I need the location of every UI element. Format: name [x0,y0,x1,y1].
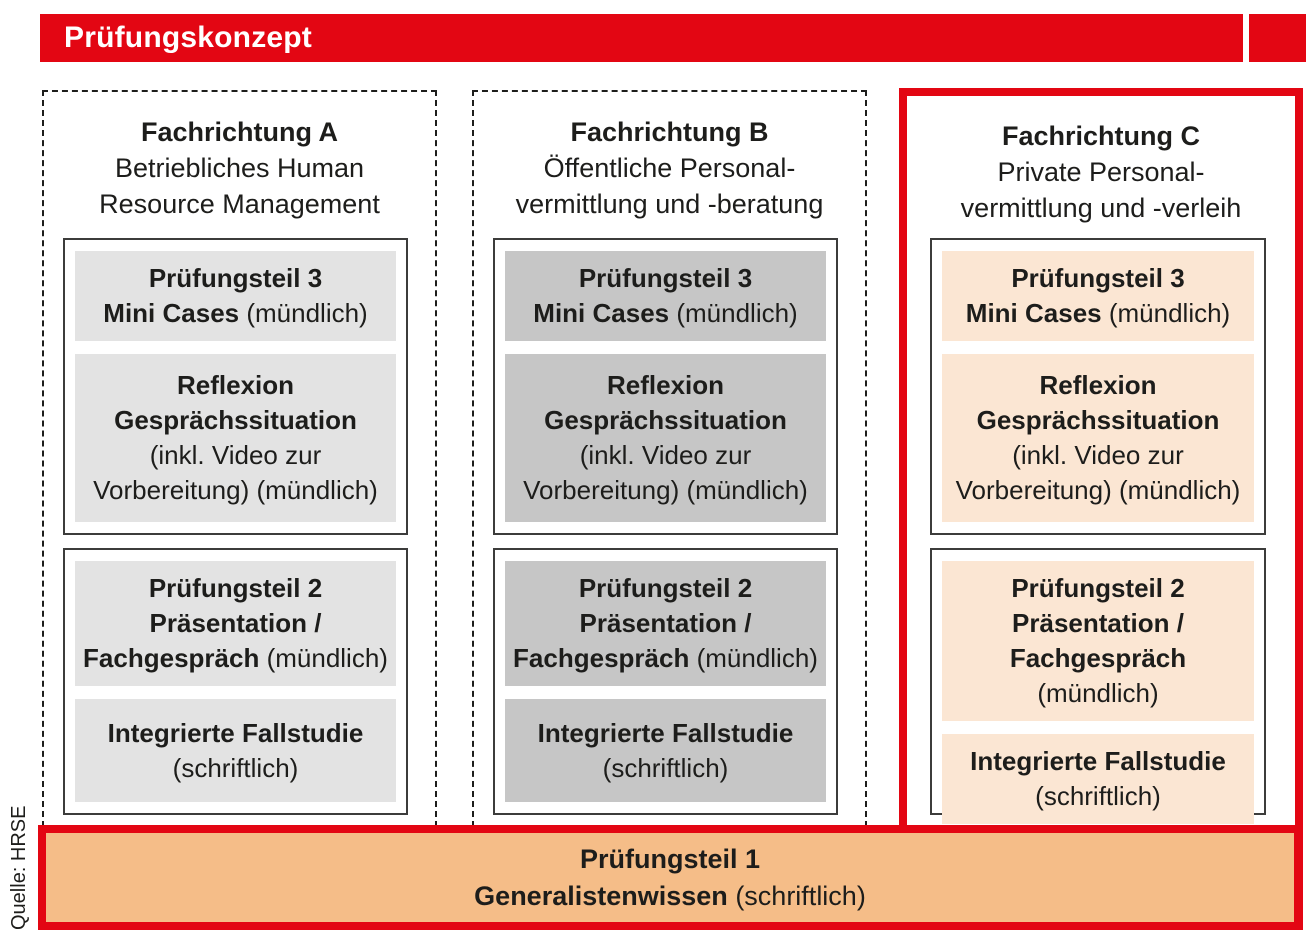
column-b-title-block: Fachrichtung B Öffentliche Personal- ver… [474,114,865,222]
column-b-exam-group-3: Prüfungsteil 3 Mini Cases (mündlich) Ref… [493,238,838,535]
header-accent-square [1249,14,1306,62]
column-fachrichtung-b: Fachrichtung B Öffentliche Personal- ver… [472,90,867,827]
part3-box: Prüfungsteil 3 Mini Cases (mündlich) [942,251,1254,341]
column-c-exam-group-2: Prüfungsteil 2 Präsentation / Fachgesprä… [930,548,1266,824]
column-a-exam-group-2: Prüfungsteil 2 Präsentation / Fachgesprä… [63,548,408,815]
column-b-subtitle-line1: Öffentliche Personal- [543,153,796,183]
column-a-title: Fachrichtung A [140,117,338,147]
part3-detail: Mini Cases (mündlich) [965,298,1231,328]
part2-detail: Fachgespräch (mündlich) [513,643,818,673]
column-c-subtitle-line1: Private Personal- [997,157,1205,187]
column-b-exam-group-2: Prüfungsteil 2 Präsentation / Fachgesprä… [493,548,838,815]
part1-title: Prüfungsteil 1 [579,843,761,874]
column-c-title-block: Fachrichtung C Private Personal- vermitt… [907,118,1295,226]
reflexion-box: Reflexion Gesprächssituation (inkl. Vide… [942,354,1254,522]
column-c-subtitle-line2: vermittlung und -verleih [960,193,1242,223]
part2-detail: Fachgespräch (mündlich) [83,643,388,673]
page-title: Prüfungskonzept [64,21,312,54]
part2-box: Prüfungsteil 2 Präsentation / Fachgesprä… [75,561,396,686]
case-study-box: Integrierte Fallstudie (schriftlich) [75,699,396,802]
column-a-title-block: Fachrichtung A Betriebliches Human Resou… [44,114,435,222]
column-a-subtitle-line2: Resource Management [99,189,380,219]
column-fachrichtung-a: Fachrichtung A Betriebliches Human Resou… [42,90,437,827]
part2-box: Prüfungsteil 2 Präsentation / Fachgesprä… [505,561,826,686]
part3-title: Prüfungsteil 3 [148,263,323,293]
column-b-subtitle-line2: vermittlung und -beratung [515,189,824,219]
column-c-title: Fachrichtung C [1001,121,1200,151]
part3-box: Prüfungsteil 3 Mini Cases (mündlich) [75,251,396,341]
case-study-box: Integrierte Fallstudie (schriftlich) [942,734,1254,824]
column-a-subtitle-line1: Betriebliches Human [114,153,365,183]
part2-box: Prüfungsteil 2 Präsentation / Fachgesprä… [942,561,1254,721]
column-c-exam-group-3: Prüfungsteil 3 Mini Cases (mündlich) Ref… [930,238,1266,535]
column-fachrichtung-c: Fachrichtung C Private Personal- vermitt… [899,88,1303,930]
source-label: Quelle: HRSE [8,805,30,931]
reflexion-box: Reflexion Gesprächssituation (inkl. Vide… [75,354,396,522]
reflexion-box: Reflexion Gesprächssituation (inkl. Vide… [505,354,826,522]
part2-detail: Fachgespräch (mündlich) [1009,643,1187,708]
part3-box: Prüfungsteil 3 Mini Cases (mündlich) [505,251,826,341]
part1-banner: Prüfungsteil 1 Generalistenwissen (schri… [38,825,1302,930]
part1-detail: Generalistenwissen (schriftlich) [474,880,866,911]
part3-detail: Mini Cases (mündlich) [103,298,368,328]
part3-detail: Mini Cases (mündlich) [533,298,798,328]
column-b-title: Fachrichtung B [570,117,769,147]
column-a-exam-group-3: Prüfungsteil 3 Mini Cases (mündlich) Ref… [63,238,408,535]
header-bar: Prüfungskonzept [40,14,1243,62]
case-study-box: Integrierte Fallstudie (schriftlich) [505,699,826,802]
